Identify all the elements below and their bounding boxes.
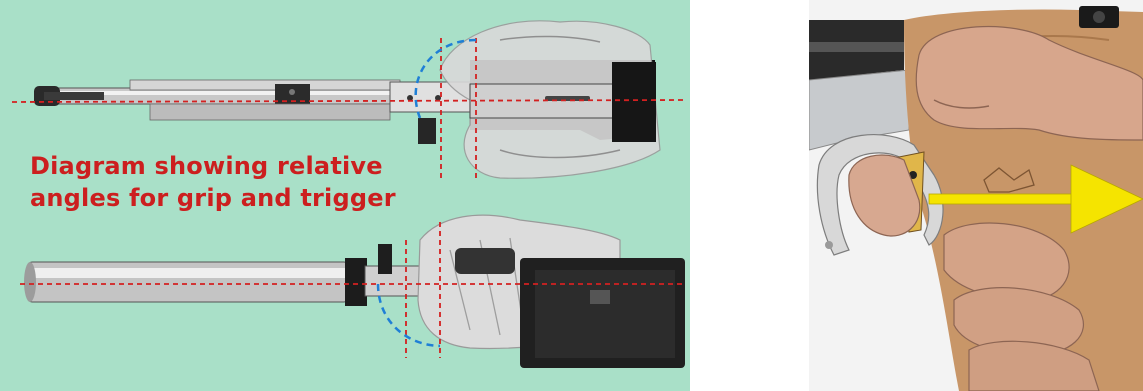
caption-line-1: Diagram showing relative bbox=[30, 150, 396, 182]
diagram-caption: Diagram showing relative angles for grip… bbox=[30, 150, 396, 214]
trigger-photo-illustration bbox=[809, 0, 1143, 391]
caption-line-2: angles for grip and trigger bbox=[30, 182, 396, 214]
trigger-finger-photo bbox=[809, 0, 1143, 391]
grip-angle-diagram: Diagram showing relative angles for grip… bbox=[0, 0, 690, 391]
bottom-pistol-top-view bbox=[24, 215, 685, 368]
